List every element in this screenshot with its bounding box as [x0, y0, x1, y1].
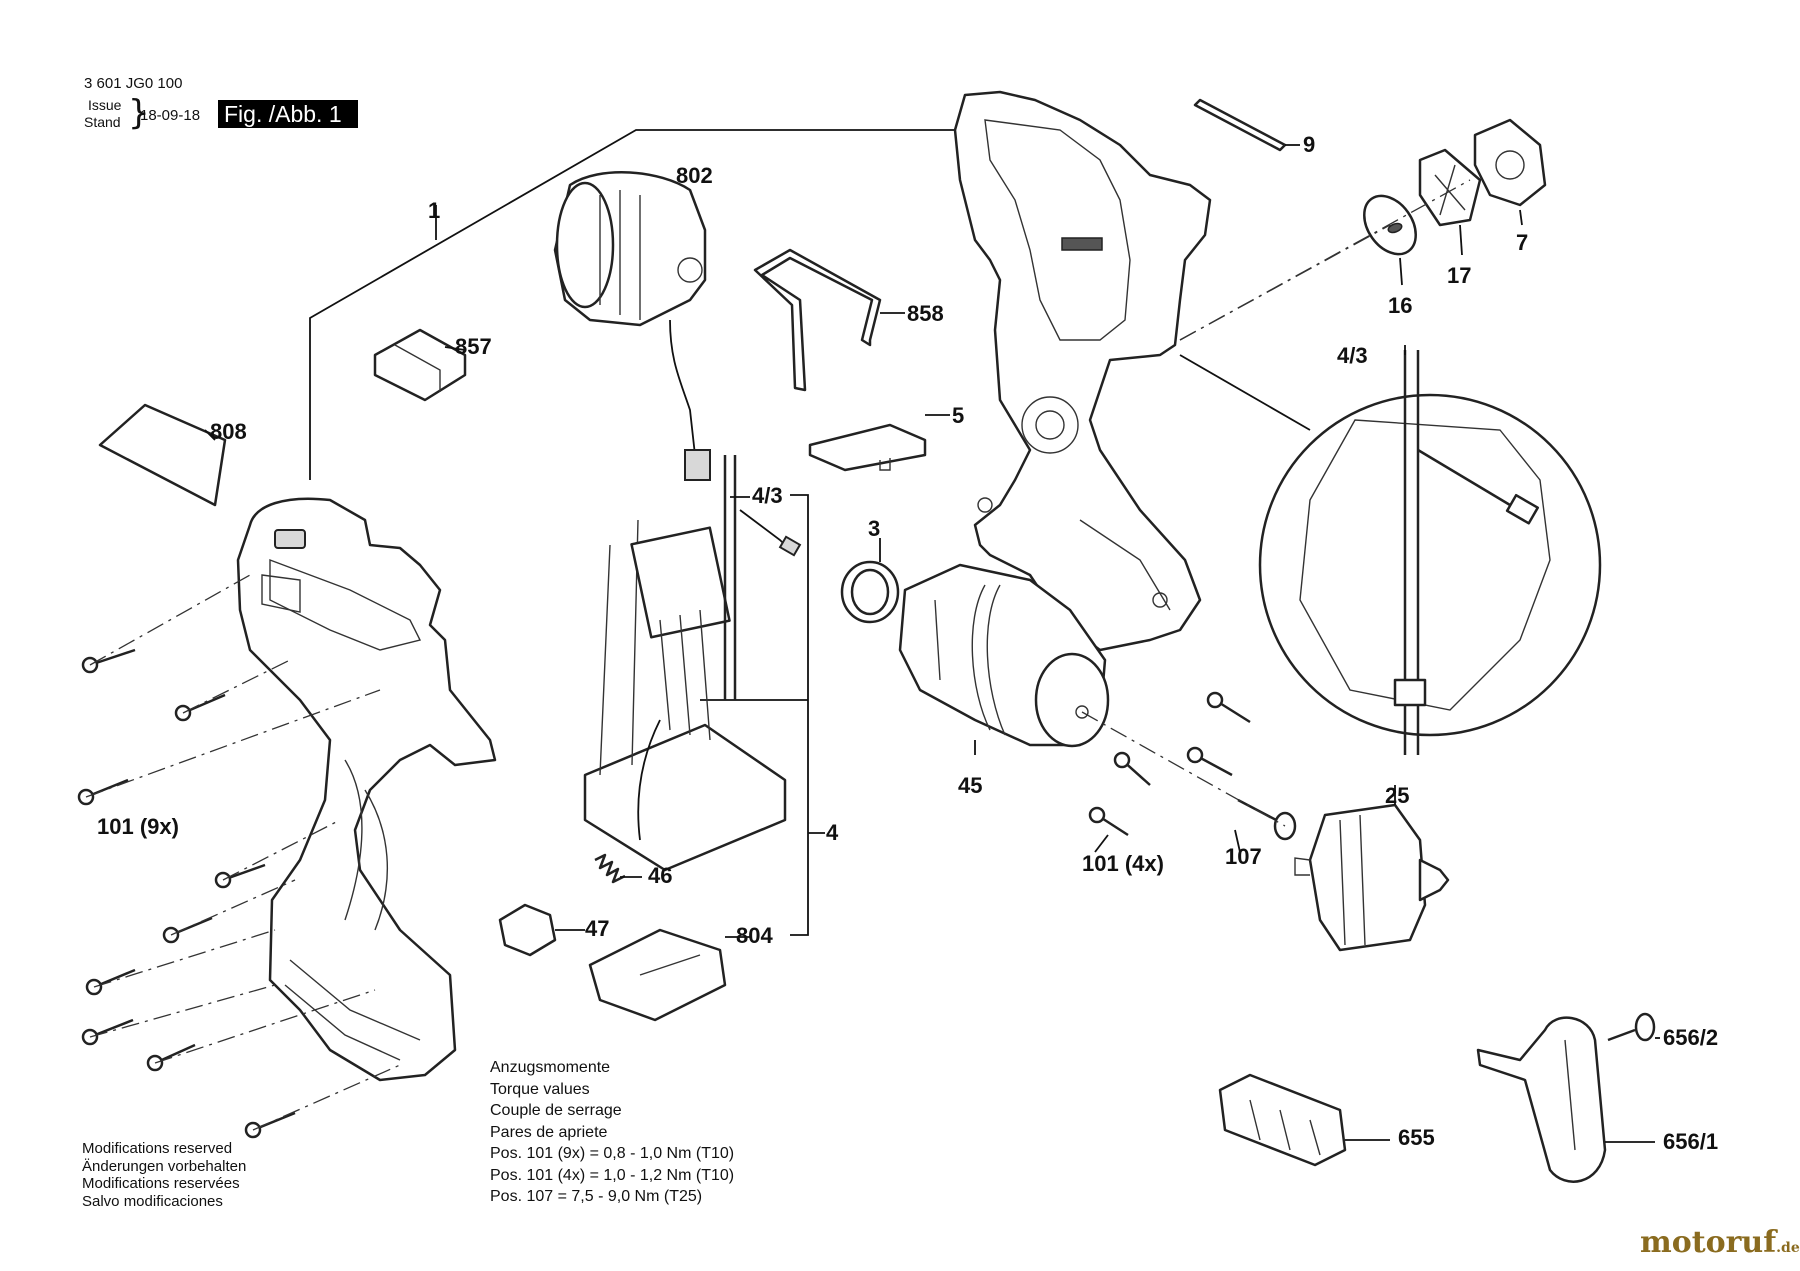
chuck-25 [1294, 803, 1450, 952]
document-number: 3 601 JG0 100 [84, 75, 183, 92]
motor-802 [553, 171, 711, 481]
label-858: 858 [907, 301, 944, 326]
electronics-module-4 [583, 455, 802, 872]
torque-values-block: Anzugsmomente Torque values Couple de se… [490, 1057, 734, 1208]
label-1: 1 [428, 198, 441, 223]
torque-title-en: Torque values [490, 1080, 590, 1098]
modification-notes: Modifications reserved Änderungen vorbeh… [82, 1140, 246, 1210]
label-802: 802 [676, 163, 713, 188]
label-101-4x: 101 (4x) [1082, 851, 1164, 876]
label-45: 45 [958, 773, 983, 798]
connector-857 [373, 328, 467, 402]
note-de: Änderungen vorbehalten [82, 1157, 247, 1175]
spring-46 [594, 853, 626, 884]
torque-line-2: Pos. 101 (4x) = 1,0 - 1,2 Nm (T10) [490, 1166, 735, 1184]
label-16: 16 [1388, 293, 1413, 318]
issue-date: 18-09-18 [140, 107, 201, 124]
note-fr: Modifications reservées [82, 1175, 240, 1192]
label-4-3-detail: 4/3 [1337, 343, 1368, 368]
label-25: 25 [1385, 783, 1410, 808]
belt-clip-656-1 [1476, 1016, 1607, 1183]
label-857: 857 [455, 334, 492, 359]
figure-label: Fig. /Abb. 1 [218, 100, 358, 128]
torque-line-1: Pos. 101 (9x) = 0,8 - 1,0 Nm (T10) [490, 1145, 735, 1162]
label-808 [98, 403, 227, 507]
detail-magnifier [1258, 350, 1602, 755]
housing-half-right [953, 90, 1212, 652]
watermark-tld: .de [1776, 1240, 1800, 1256]
torque-line-3: Pos. 107 = 7,5 - 9,0 Nm (T25) [490, 1188, 703, 1205]
battery-connector-655 [1218, 1073, 1347, 1167]
note-en: Modifications reserved [82, 1140, 233, 1157]
label-4-3-left: 4/3 [752, 483, 783, 508]
label-9: 9 [1303, 132, 1316, 157]
label-4: 4 [826, 820, 839, 845]
label-47: 47 [585, 916, 610, 941]
screws-101-left [77, 648, 296, 1139]
screw-656-2 [1607, 1012, 1656, 1042]
leader-lines [204, 144, 1660, 1143]
board-804 [588, 928, 727, 1022]
assembly-bracket-1 [309, 129, 975, 480]
label-808: 808 [210, 419, 247, 444]
switch-cover-5 [808, 423, 927, 472]
note-es: Salvo modificaciones [82, 1192, 223, 1210]
label-107: 107 [1225, 844, 1262, 869]
label-804: 804 [736, 923, 773, 948]
label-46: 46 [648, 863, 673, 888]
torque-title-es: Pares de apriete [490, 1123, 608, 1141]
washer-3 [840, 560, 900, 624]
gearbox-45 [898, 563, 1110, 748]
assembly-bracket-4 [790, 494, 809, 936]
shim-9 [1193, 98, 1287, 152]
label-101-9x: 101 (9x) [97, 814, 179, 839]
wire-clip-858 [753, 248, 882, 392]
watermark-logo: motoruf.de [1640, 1228, 1800, 1258]
label-5: 5 [952, 403, 965, 428]
brace-symbol: } [128, 93, 150, 133]
label-655: 655 [1398, 1125, 1435, 1150]
knob-47 [498, 903, 557, 957]
part-7 [1473, 118, 1547, 207]
screw-107 [1237, 798, 1297, 841]
part-17 [1418, 148, 1482, 227]
issue-label: Issue [88, 97, 122, 113]
torque-title-de: Anzugsmomente [490, 1059, 611, 1076]
label-17: 17 [1447, 263, 1472, 288]
label-7: 7 [1516, 230, 1529, 255]
label-656-1: 656/1 [1663, 1129, 1719, 1154]
stand-label: Stand [84, 114, 121, 130]
label-656-2: 656/2 [1663, 1025, 1719, 1050]
screws-101-right [1088, 691, 1251, 837]
torque-title-fr: Couple de serrage [490, 1102, 622, 1119]
label-3: 3 [868, 516, 881, 541]
housing-half-left [236, 497, 497, 1082]
watermark-brand: motoruf [1640, 1225, 1777, 1260]
